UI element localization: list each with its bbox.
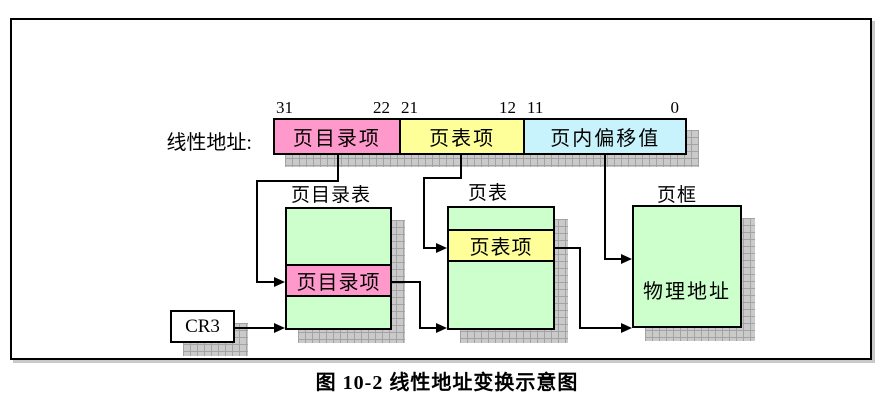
arrowhead-icon xyxy=(274,277,285,287)
arrowhead-icon xyxy=(436,243,447,253)
page-frame-title: 页框 xyxy=(657,185,698,206)
connector-offset-h1 xyxy=(604,258,621,260)
linear-address-bar: 页目录项 页表项 页内偏移值 xyxy=(273,118,687,155)
bit-label-11: 11 xyxy=(527,98,544,117)
connector-directory-v2 xyxy=(256,180,258,283)
connector-table-v1 xyxy=(460,155,462,179)
page-table-entry-row: 页表项 xyxy=(449,229,553,262)
bit-range-offset-field: 11 0 xyxy=(524,97,687,118)
field-page-offset: 页内偏移值 xyxy=(523,120,685,153)
page-directory-box: 页目录项 xyxy=(285,207,392,330)
connector-pte-v1 xyxy=(579,247,581,329)
connector-table-h2 xyxy=(423,247,436,249)
linear-address-label: 线性地址: xyxy=(166,132,252,154)
connector-directory-h2 xyxy=(256,281,274,283)
connector-pde-h1 xyxy=(392,281,421,283)
physical-address-label: 物理地址 xyxy=(643,281,731,303)
connector-directory-h1 xyxy=(256,180,339,182)
cr3-register-box: CR3 xyxy=(170,310,235,343)
bit-label-22: 22 xyxy=(373,98,390,117)
connector-pte-h2 xyxy=(579,327,621,329)
page-table-box: 页表项 xyxy=(447,206,555,330)
field-page-directory-entry: 页目录项 xyxy=(275,120,399,153)
connector-directory-v1 xyxy=(337,155,339,182)
arrowhead-icon xyxy=(621,323,632,333)
page-directory-entry-row: 页目录项 xyxy=(287,264,390,297)
arrowhead-icon xyxy=(436,323,447,333)
connector-pde-v1 xyxy=(419,281,421,329)
bit-label-31: 31 xyxy=(276,98,293,117)
diagram-frame: 31 22 21 12 11 0 线性地址: 页目录项 页表项 页内偏移值 xyxy=(10,18,872,360)
connector-pde-h2 xyxy=(419,327,436,329)
field-page-table-entry: 页表项 xyxy=(398,120,524,153)
page-frame-box: 物理地址 xyxy=(632,205,742,328)
connector-cr3-h1 xyxy=(235,327,274,329)
bit-label-21: 21 xyxy=(401,98,418,117)
connector-pte-h1 xyxy=(555,247,581,249)
bit-label-12: 12 xyxy=(499,98,516,117)
connector-offset-v1 xyxy=(604,155,606,260)
bit-range-table-field: 21 12 xyxy=(398,97,524,118)
figure-caption: 图 10-2 线性地址变换示意图 xyxy=(315,372,579,394)
page-table-title: 页表 xyxy=(468,183,509,204)
connector-table-h1 xyxy=(423,177,462,179)
arrowhead-icon xyxy=(274,323,285,333)
arrowhead-icon xyxy=(621,254,632,264)
bit-label-0: 0 xyxy=(670,98,680,117)
bit-range-directory-field: 31 22 xyxy=(273,97,398,118)
connector-table-v2 xyxy=(423,177,425,249)
page-directory-title: 页目录表 xyxy=(291,185,372,206)
